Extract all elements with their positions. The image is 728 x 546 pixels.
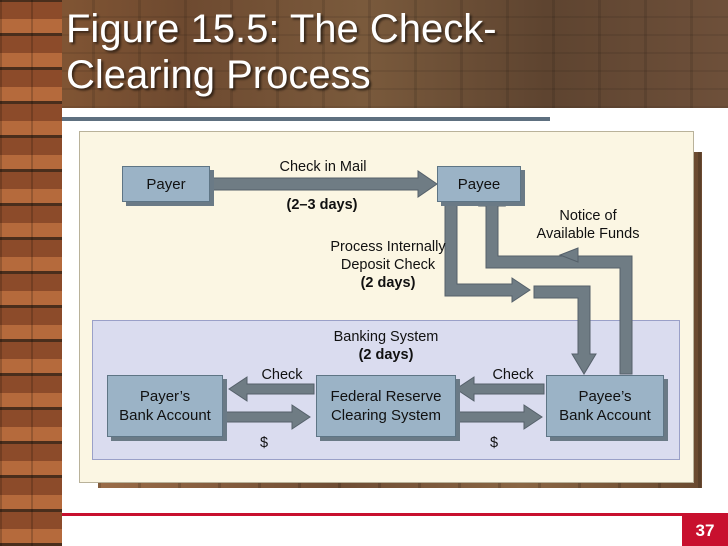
payees-bank-label-2: Bank Account (559, 407, 651, 424)
page-number-badge: 37 (682, 516, 728, 546)
arrow-payee-to-federal-reserve (444, 199, 531, 303)
payees-bank-label-1: Payee’s (578, 388, 632, 405)
federal-reserve-box: Federal Reserve Clearing System (316, 375, 456, 437)
mail-duration-label: (2–3 days) (286, 197, 358, 213)
federal-reserve-label-1: Federal Reserve (330, 388, 442, 405)
arrow-payer-to-payee (211, 170, 438, 198)
banking-duration: (2 days) (358, 347, 414, 363)
check-label-right: Check (492, 367, 534, 383)
payers-bank-label-2: Bank Account (119, 407, 211, 424)
payees-bank-box: Payee’s Bank Account (546, 375, 664, 437)
notice-of-funds-label: Notice of Available Funds (526, 207, 650, 243)
process-duration: (2 days) (360, 275, 416, 291)
payee-label: Payee (457, 175, 501, 193)
title-line-2: Clearing Process (66, 53, 371, 97)
brick-texture-strip (0, 0, 62, 546)
payers-bank-label-1: Payer’s (139, 388, 191, 405)
payers-bank-box: Payer’s Bank Account (107, 375, 223, 437)
check-in-mail-label: Check in Mail (279, 159, 367, 175)
banking-system-title: Banking System (333, 329, 439, 345)
arrow-notice-head (558, 247, 579, 263)
header-texture (0, 0, 728, 108)
notice-line-2: Available Funds (536, 226, 640, 242)
title-line-1: Figure 15.5: The Check- (66, 7, 497, 51)
process-internally-label: Process Internally Deposit Check (2 days… (322, 238, 454, 292)
payer-box: Payer (122, 166, 210, 202)
arrow-down-to-payees-bank (533, 285, 597, 375)
check-label-left: Check (261, 367, 303, 383)
dollar-label-right: $ (489, 435, 499, 451)
notice-line-1: Notice of (559, 208, 617, 224)
arrow-check-to-federal-reserve (455, 376, 545, 402)
title-divider (62, 117, 550, 121)
arrow-dollar-to-federal-reserve (215, 404, 311, 430)
payee-box: Payee (437, 166, 521, 202)
payer-label: Payer (146, 175, 186, 193)
footer-rule (62, 513, 728, 516)
arrow-dollar-to-payees-bank (455, 404, 543, 430)
dollar-label-left: $ (259, 435, 269, 451)
banking-system-label: Banking System (2 days) (322, 328, 450, 364)
federal-reserve-label-2: Clearing System (330, 407, 442, 424)
process-line-1: Process Internally (330, 239, 446, 255)
process-line-2: Deposit Check (340, 257, 436, 273)
slide-title: Figure 15.5: The Check- Clearing Process (66, 6, 706, 98)
arrow-check-to-payers-bank (228, 376, 315, 402)
